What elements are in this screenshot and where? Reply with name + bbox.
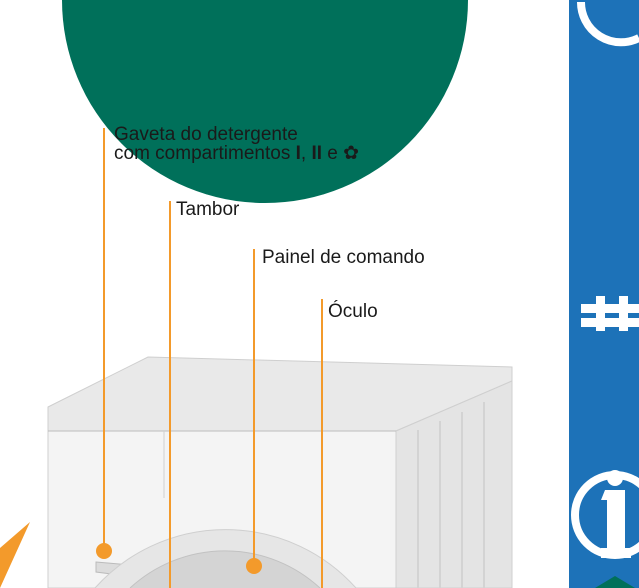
softener-flower-icon: ✿ bbox=[343, 143, 360, 164]
water-tap-icon bbox=[581, 296, 639, 331]
compartment-1-label: I bbox=[295, 143, 301, 164]
dot-control-panel bbox=[246, 558, 262, 574]
label-detergent-drawer: Gaveta do detergente com compartimentos … bbox=[114, 125, 359, 163]
info-icon bbox=[576, 1, 639, 47]
label-detergent-drawer-line2: com compartimentos I, II e ✿ bbox=[114, 143, 360, 164]
info-icon-bottom bbox=[571, 470, 639, 559]
label-door-window: Óculo bbox=[328, 301, 378, 322]
label-control-panel: Painel de comando bbox=[262, 247, 425, 268]
dot-detergent-drawer bbox=[96, 543, 112, 559]
section-sidebar bbox=[569, 0, 639, 588]
label-drum: Tambor bbox=[176, 199, 240, 220]
label-detergent-drawer-line1: Gaveta do detergente bbox=[114, 124, 298, 145]
green-bottom-marker bbox=[595, 576, 635, 588]
drum-window bbox=[129, 550, 321, 588]
green-header-circle bbox=[62, 0, 468, 203]
compartment-2-label: II bbox=[311, 143, 323, 164]
orange-corner-triangle bbox=[0, 522, 30, 588]
